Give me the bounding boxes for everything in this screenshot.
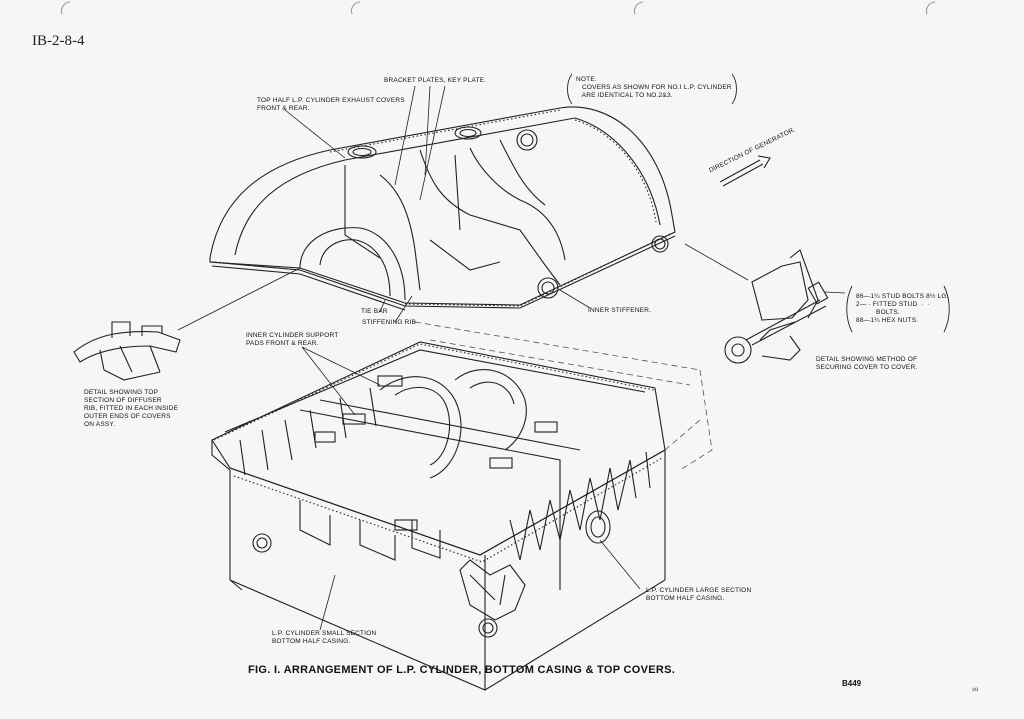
bottom-casing-assembly — [211, 341, 666, 691]
label-detail-diffuser: DETAIL SHOWING TOP SECTION OF DIFFUSER R… — [84, 389, 179, 428]
label-top-covers: TOP HALF L.P. CYLINDER EXHAUST COVERS FR… — [257, 97, 405, 112]
label-stiffening-rib: STIFFENING RIB — [362, 319, 417, 326]
document-code: IB-2-8-4 — [32, 33, 85, 49]
direction-arrow — [719, 155, 771, 187]
label-tie-bar: TIE BAR — [361, 308, 388, 315]
label-support-pads: INNER CYLINDER SUPPORT PADS FRONT & REAR… — [246, 332, 339, 347]
label-inner-stiffener: INNER STIFFENER. — [588, 307, 652, 314]
securing-detail — [724, 249, 829, 364]
label-small-section: L.P. CYLINDER SMALL SECTION BOTTOM HALF … — [272, 630, 377, 645]
label-bolts: 86—1¼ STUD BOLTS 8½ LG. 2— · FITTED STUD… — [856, 293, 949, 324]
phantom-outline — [414, 321, 713, 471]
label-large-section: L.P. CYLINDER LARGE SECTION BOTTOM HALF … — [646, 587, 752, 602]
brackets — [567, 73, 950, 333]
sheet-number: B449 — [842, 679, 862, 688]
punch-holes — [60, 1, 936, 15]
leader-lines — [177, 85, 846, 631]
label-note: NOTE. COVERS AS SHOWN FOR NO.I L.P. CYLI… — [576, 76, 732, 99]
label-detail-securing: DETAIL SHOWING METHOD OF SECURING COVER … — [816, 356, 918, 371]
figure-caption: FIG. I. ARRANGEMENT OF L.P. CYLINDER, BO… — [248, 664, 676, 676]
corner-mark: ∞ — [972, 684, 979, 694]
label-bracket-plates: BRACKET PLATES, KEY PLATE. — [384, 77, 487, 84]
top-covers-assembly — [209, 106, 676, 311]
diffuser-rib-detail — [73, 321, 181, 381]
